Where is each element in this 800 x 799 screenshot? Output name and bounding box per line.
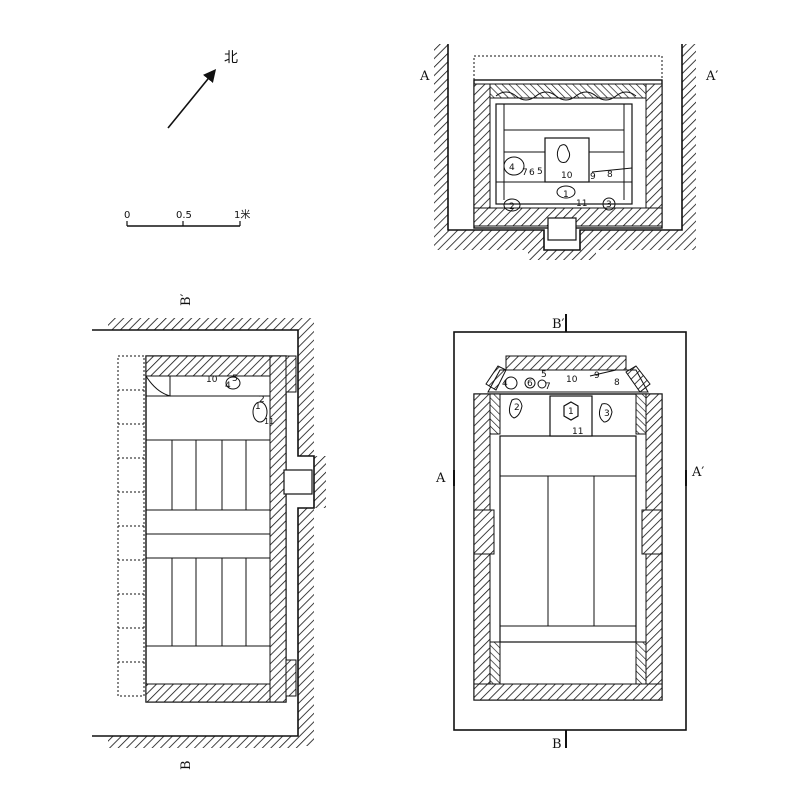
bb-item-11: 11 <box>264 417 274 426</box>
north-label: 北 <box>224 50 238 66</box>
aa-item-8: 8 <box>607 170 613 180</box>
plan-item-3: 3 <box>604 409 610 419</box>
section-bb-item-labels: 10 4 5 1 2 11 <box>206 374 274 426</box>
aa-item-2: 2 <box>509 202 515 212</box>
plan-item-10: 10 <box>566 375 578 385</box>
bb-item-4: 4 <box>225 381 231 391</box>
aa-item-5: 5 <box>537 167 543 177</box>
plan-item-5: 5 <box>541 370 547 380</box>
scale-bar: 0 0.5 1米 <box>124 208 250 227</box>
section-aa-item-labels: 4 7 6 5 10 9 8 2 1 11 3 <box>509 163 613 212</box>
plan-item-11: 11 <box>572 427 583 437</box>
plan-label-a-prime: A′ <box>691 465 704 480</box>
bb-label-b: B <box>179 760 194 770</box>
aa-item-7: 7 <box>522 168 528 178</box>
section-bb: 10 4 5 1 2 11 B′ B <box>92 293 326 770</box>
scale-tick-0: 0 <box>124 210 130 221</box>
plan-label-b-prime: B′ <box>552 317 565 332</box>
plan-item-4: 4 <box>502 379 508 389</box>
aa-item-9: 9 <box>590 172 596 182</box>
scale-tick-1m: 1米 <box>234 208 250 221</box>
aa-label-a: A <box>419 69 430 84</box>
aa-item-3: 3 <box>606 200 612 210</box>
plan-item-7: 7 <box>545 382 551 392</box>
north-arrow: 北 <box>167 50 238 129</box>
bb-item-2: 2 <box>259 395 265 405</box>
plan-item-2: 2 <box>514 403 520 413</box>
plan-label-b: B <box>552 737 562 752</box>
aa-item-6: 6 <box>529 168 535 178</box>
section-aa: 4 7 6 5 10 9 8 2 1 11 3 A A′ <box>419 44 718 260</box>
plan-item-labels: 4 6 5 10 9 8 7 2 1 3 11 <box>502 370 620 437</box>
aa-item-4: 4 <box>509 163 515 173</box>
aa-item-11: 11 <box>576 199 587 209</box>
plan-item-9: 9 <box>594 371 600 381</box>
aa-label-a-prime: A′ <box>705 69 718 84</box>
bb-item-10: 10 <box>206 375 218 385</box>
aa-item-10: 10 <box>561 171 573 181</box>
bb-label-b-prime: B′ <box>179 293 194 306</box>
plan-view: B′ B A A′ 4 <box>435 314 704 752</box>
plan-label-a: A <box>435 471 446 486</box>
aa-item-1: 1 <box>563 190 569 200</box>
bb-item-1: 1 <box>255 402 261 412</box>
scale-tick-half: 0.5 <box>176 210 192 221</box>
plan-item-1: 1 <box>568 407 574 417</box>
plan-item-8: 8 <box>614 378 620 388</box>
plan-item-6: 6 <box>527 379 533 389</box>
bb-item-5: 5 <box>232 374 238 384</box>
